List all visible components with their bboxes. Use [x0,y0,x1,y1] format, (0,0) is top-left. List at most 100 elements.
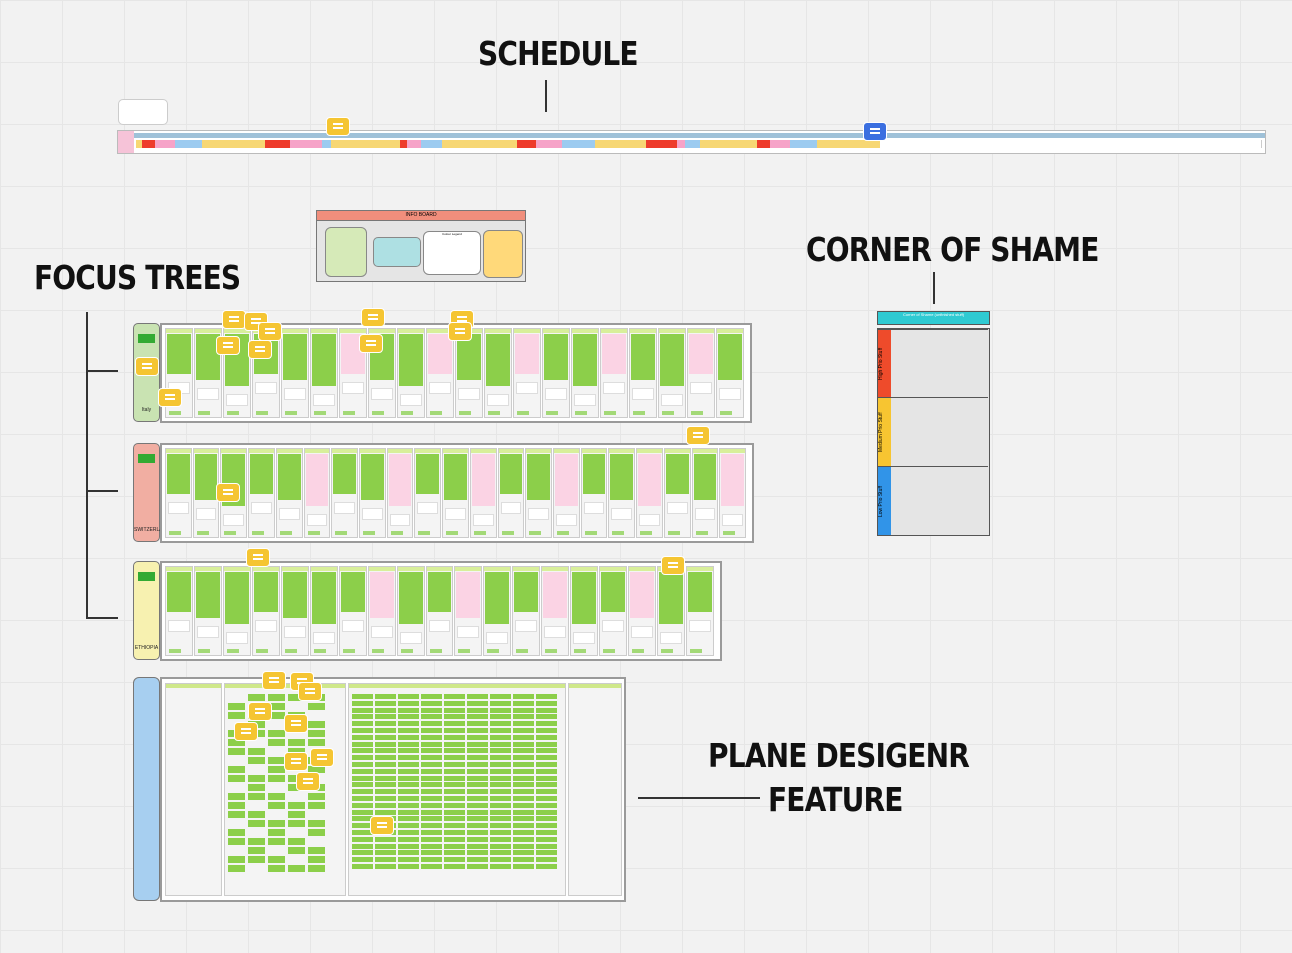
plane-part[interactable] [398,755,419,761]
plane-part[interactable] [308,766,325,773]
focus-block[interactable] [499,454,523,494]
plane-part[interactable] [467,816,488,822]
focus-block[interactable] [573,334,597,386]
focus-column[interactable] [483,566,512,656]
plane-part[interactable] [308,721,325,728]
plane-part[interactable] [490,864,511,869]
focus-column[interactable] [542,328,570,418]
comment-icon[interactable] [370,816,394,835]
plane-part[interactable] [467,721,488,727]
plane-part[interactable] [467,700,488,706]
plane-part[interactable] [308,802,325,809]
focus-column[interactable] [414,448,442,538]
comment-icon[interactable] [216,483,240,502]
plane-part[interactable] [536,741,557,747]
plane-part[interactable] [375,864,396,869]
plane-part[interactable] [398,775,419,781]
plane-part[interactable] [375,850,396,856]
plane-part[interactable] [228,838,245,845]
plane-part[interactable] [490,755,511,761]
focus-column[interactable] [275,448,303,538]
focus-block[interactable] [721,454,744,506]
plane-part[interactable] [490,816,511,822]
plane-part[interactable] [352,836,373,842]
plane-part[interactable] [490,741,511,747]
plane-part[interactable] [398,789,419,795]
info-note[interactable] [373,237,421,267]
plane-part[interactable] [398,782,419,788]
focus-column[interactable] [442,448,469,538]
plane-part[interactable] [421,775,442,781]
focus-tree-board[interactable] [160,561,722,661]
focus-block[interactable] [555,454,578,506]
plane-part[interactable] [352,755,373,761]
plane-part[interactable] [268,766,285,773]
plane-part[interactable] [421,850,442,856]
schedule-item[interactable] [370,140,401,148]
schedule-item[interactable] [517,140,537,148]
comment-icon[interactable] [248,340,272,359]
comment-icon[interactable] [661,556,685,575]
plane-part[interactable] [352,734,373,740]
plane-part[interactable] [467,748,488,754]
focus-block[interactable] [416,454,440,494]
schedule-item[interactable] [685,140,701,148]
plane-part[interactable] [513,775,534,781]
plane-part[interactable] [352,782,373,788]
focus-block[interactable] [631,334,655,380]
plane-part[interactable] [352,728,373,733]
plane-part[interactable] [352,714,373,720]
plane-part[interactable] [536,748,557,754]
focus-block[interactable] [283,334,307,380]
plane-part[interactable] [352,741,373,747]
focus-block[interactable] [444,454,467,500]
plane-part[interactable] [467,857,488,863]
plane-part[interactable] [352,830,373,835]
schedule-item[interactable] [290,140,323,148]
plane-part[interactable] [444,782,465,788]
schedule-item[interactable] [817,140,852,148]
plane-part[interactable] [308,847,325,854]
colour-legend[interactable]: Colour Legend [423,231,481,275]
comment-icon[interactable] [262,671,286,690]
plane-part[interactable] [444,823,465,829]
focus-column[interactable] [386,448,414,538]
plane-part[interactable] [375,789,396,795]
plane-part[interactable] [536,836,557,842]
plane-part[interactable] [444,809,465,815]
plane-part[interactable] [375,809,396,815]
plane-part[interactable] [467,762,488,767]
plane-part[interactable] [398,748,419,754]
plane-part[interactable] [536,796,557,801]
plane-part[interactable] [288,847,305,854]
plane-part[interactable] [352,721,373,727]
schedule-item[interactable] [1057,140,1086,148]
comment-icon[interactable] [298,682,322,701]
schedule-item[interactable] [1022,140,1037,148]
plane-part[interactable] [536,809,557,815]
plane-part[interactable] [467,775,488,781]
focus-block[interactable] [167,572,191,612]
plane-part[interactable] [288,820,305,827]
plane-part[interactable] [513,694,534,699]
plane-part[interactable] [467,768,488,774]
plane-part[interactable] [248,784,265,791]
plane-part[interactable] [352,802,373,808]
focus-column[interactable] [658,328,686,418]
plane-part[interactable] [421,864,442,869]
schedule-item[interactable] [862,140,881,148]
plane-part[interactable] [352,775,373,781]
focus-block[interactable] [282,572,307,618]
plane-part[interactable] [536,816,557,822]
plane-part[interactable] [444,721,465,727]
plane-part[interactable] [421,728,442,733]
schedule-item[interactable] [470,140,506,148]
plane-part[interactable] [375,707,396,713]
plane-part[interactable] [352,864,373,869]
plane-part[interactable] [444,768,465,774]
focus-column[interactable] [469,448,497,538]
plane-part[interactable] [444,850,465,856]
plane-part[interactable] [536,857,557,863]
plane-part[interactable] [467,734,488,740]
plane-part[interactable] [352,809,373,815]
